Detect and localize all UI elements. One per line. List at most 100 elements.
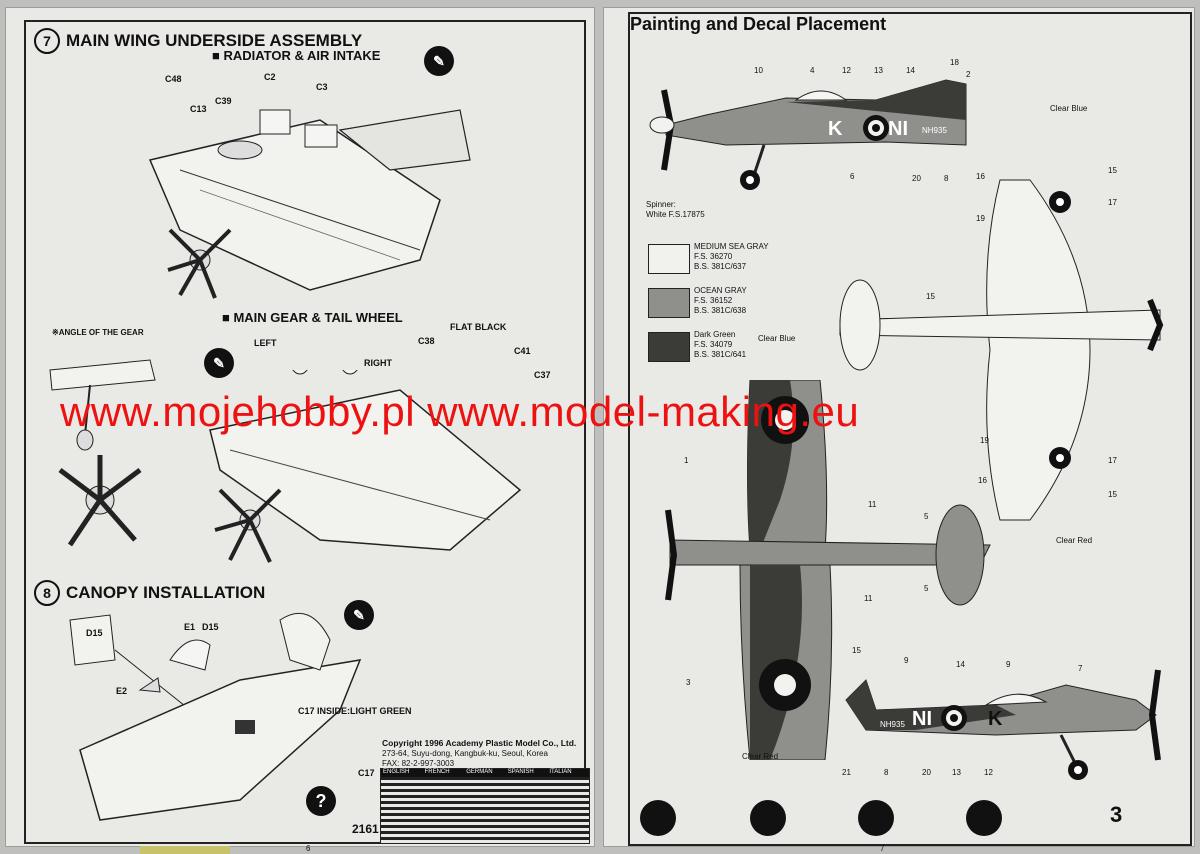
color-dark-green: Dark Green F.S. 34079 B.S. 381C/641 bbox=[694, 330, 746, 360]
paint-icon: ✎ bbox=[204, 348, 234, 378]
color-1-fs: F.S. 36152 bbox=[694, 296, 733, 305]
code-ni-top: NI bbox=[888, 118, 908, 140]
right-label: RIGHT bbox=[364, 358, 392, 368]
final-step-number: 3 bbox=[1110, 802, 1123, 827]
part-c38: C38 bbox=[418, 336, 435, 346]
swatch-medium-sea-gray bbox=[648, 244, 690, 274]
step7-number: 7 bbox=[34, 28, 60, 54]
watermark-text: www.mojehobby.pl www.model-making.eu bbox=[60, 388, 860, 435]
callout-14b: 14 bbox=[956, 660, 965, 669]
color-2-bs: B.S. 381C/641 bbox=[694, 350, 747, 359]
left-label: LEFT bbox=[254, 338, 277, 348]
callout-20b: 20 bbox=[922, 768, 931, 777]
callout-16b: 16 bbox=[978, 476, 987, 485]
cut-away-icon bbox=[858, 800, 894, 836]
copyright-line2: 273-64, Suyu-dong, Kangbuk-ku, Seoul, Ko… bbox=[382, 749, 548, 758]
language-table-header: ENGLISH FRENCH GERMAN SPANISH ITALIAN bbox=[381, 769, 589, 777]
kit-number: 2161 bbox=[352, 822, 379, 836]
callout-7: 7 bbox=[1078, 664, 1083, 673]
gear-angle-drawing bbox=[49, 359, 156, 547]
gear-assembly-drawing bbox=[209, 370, 522, 563]
cement-icon: ✎ bbox=[344, 600, 374, 630]
lang-french: FRENCH bbox=[424, 769, 450, 775]
color-2-name: Dark Green bbox=[694, 330, 736, 339]
main-gear-heading: ■ MAIN GEAR & TAIL WHEEL bbox=[222, 310, 403, 325]
left-page-frame bbox=[24, 20, 586, 844]
callout-21: 21 bbox=[842, 768, 851, 777]
callout-15a: 15 bbox=[1108, 166, 1117, 175]
language-table: ENGLISH FRENCH GERMAN SPANISH ITALIAN bbox=[380, 768, 590, 844]
code-ni-bottom: NI bbox=[912, 708, 932, 730]
lang-spanish: SPANISH bbox=[507, 769, 534, 775]
clear-blue-2: Clear Blue bbox=[758, 334, 796, 343]
callout-3: 3 bbox=[686, 678, 691, 687]
swatch-dark-green bbox=[648, 332, 690, 362]
callout-12b: 12 bbox=[984, 768, 993, 777]
part-c2: C2 bbox=[264, 72, 276, 82]
callout-13: 13 bbox=[874, 66, 883, 75]
cement-parts-icon bbox=[640, 800, 676, 836]
part-e1: E1 bbox=[184, 622, 196, 632]
callout-17b: 17 bbox=[1108, 456, 1117, 465]
clear-red-2: Clear Red bbox=[742, 752, 779, 761]
callout-9b: 9 bbox=[1006, 660, 1011, 669]
repeat-operation-icon bbox=[1074, 800, 1110, 836]
callout-12: 12 bbox=[842, 66, 851, 75]
callout-19a: 19 bbox=[976, 214, 985, 223]
right-page-frame bbox=[628, 12, 1192, 846]
language-table-body bbox=[381, 777, 589, 843]
color-0-name: MEDIUM SEA GRAY bbox=[694, 242, 769, 251]
callout-4: 4 bbox=[810, 66, 815, 75]
callout-15b: 15 bbox=[926, 292, 935, 301]
part-d15-a: D15 bbox=[86, 628, 103, 638]
radiator-heading-text: RADIATOR & AIR INTAKE bbox=[223, 48, 381, 63]
angle-of-gear-text: ANGLE OF THE GEAR bbox=[58, 328, 144, 337]
clear-blue-1: Clear Blue bbox=[1050, 104, 1088, 113]
right-page-number: 7 bbox=[880, 844, 885, 853]
callout-5a: 5 bbox=[924, 512, 929, 521]
canopy-drawing bbox=[69, 612, 362, 821]
serial-bottom: NH935 bbox=[880, 720, 905, 729]
copyright-line1: Copyright 1996 Academy Plastic Model Co.… bbox=[382, 738, 577, 748]
underside-view bbox=[839, 179, 1164, 521]
part-c41: C41 bbox=[514, 346, 531, 356]
spinner-color: White F.S.17875 bbox=[646, 210, 705, 219]
callout-18: 18 bbox=[950, 58, 959, 67]
color-0-bs: B.S. 381C/637 bbox=[694, 262, 747, 271]
step7-title: MAIN WING UNDERSIDE ASSEMBLY bbox=[66, 31, 363, 50]
lang-german: GERMAN bbox=[466, 769, 493, 775]
copyright-line3: FAX: 82-2-997-3003 bbox=[382, 759, 455, 768]
do-not-cement-icon bbox=[750, 800, 786, 836]
callout-5b: 5 bbox=[924, 584, 929, 593]
topside-view bbox=[665, 380, 991, 760]
swatch-ocean-gray bbox=[648, 288, 690, 318]
flat-black-label: FLAT BLACK bbox=[450, 322, 507, 332]
color-1-name: OCEAN GRAY bbox=[694, 286, 747, 295]
part-c17: C17 bbox=[358, 768, 375, 778]
lang-italian: ITALIAN bbox=[549, 769, 572, 775]
glue-icon: ✎ bbox=[424, 46, 454, 76]
c17-inside-label: C17 INSIDE:LIGHT GREEN bbox=[298, 706, 412, 716]
callout-11a: 11 bbox=[868, 500, 877, 509]
question-icon: ? bbox=[306, 786, 336, 816]
callout-2: 2 bbox=[966, 70, 971, 79]
ruler-strip bbox=[140, 846, 230, 854]
painting-title: Painting and Decal Placement bbox=[630, 14, 887, 34]
color-medium-sea-gray: MEDIUM SEA GRAY F.S. 36270 B.S. 381C/637 bbox=[694, 242, 769, 272]
callout-8: 8 bbox=[944, 174, 949, 183]
left-page-number: 6 bbox=[306, 844, 311, 853]
callout-9a: 9 bbox=[904, 656, 909, 665]
step8-title: CANOPY INSTALLATION bbox=[66, 583, 266, 602]
color-1-bs: B.S. 381C/638 bbox=[694, 306, 747, 315]
part-e2: E2 bbox=[116, 686, 128, 696]
callout-15c: 15 bbox=[1108, 490, 1117, 499]
callout-20: 20 bbox=[912, 174, 921, 183]
callout-16a: 16 bbox=[976, 172, 985, 181]
color-2-fs: F.S. 34079 bbox=[694, 340, 733, 349]
callout-13b: 13 bbox=[952, 768, 961, 777]
callout-6: 6 bbox=[850, 172, 855, 181]
callout-8b: 8 bbox=[884, 768, 889, 777]
color-ocean-gray: OCEAN GRAY F.S. 36152 B.S. 381C/638 bbox=[694, 286, 747, 316]
code-k-bottom: K bbox=[988, 708, 1003, 730]
callout-10: 10 bbox=[754, 66, 763, 75]
